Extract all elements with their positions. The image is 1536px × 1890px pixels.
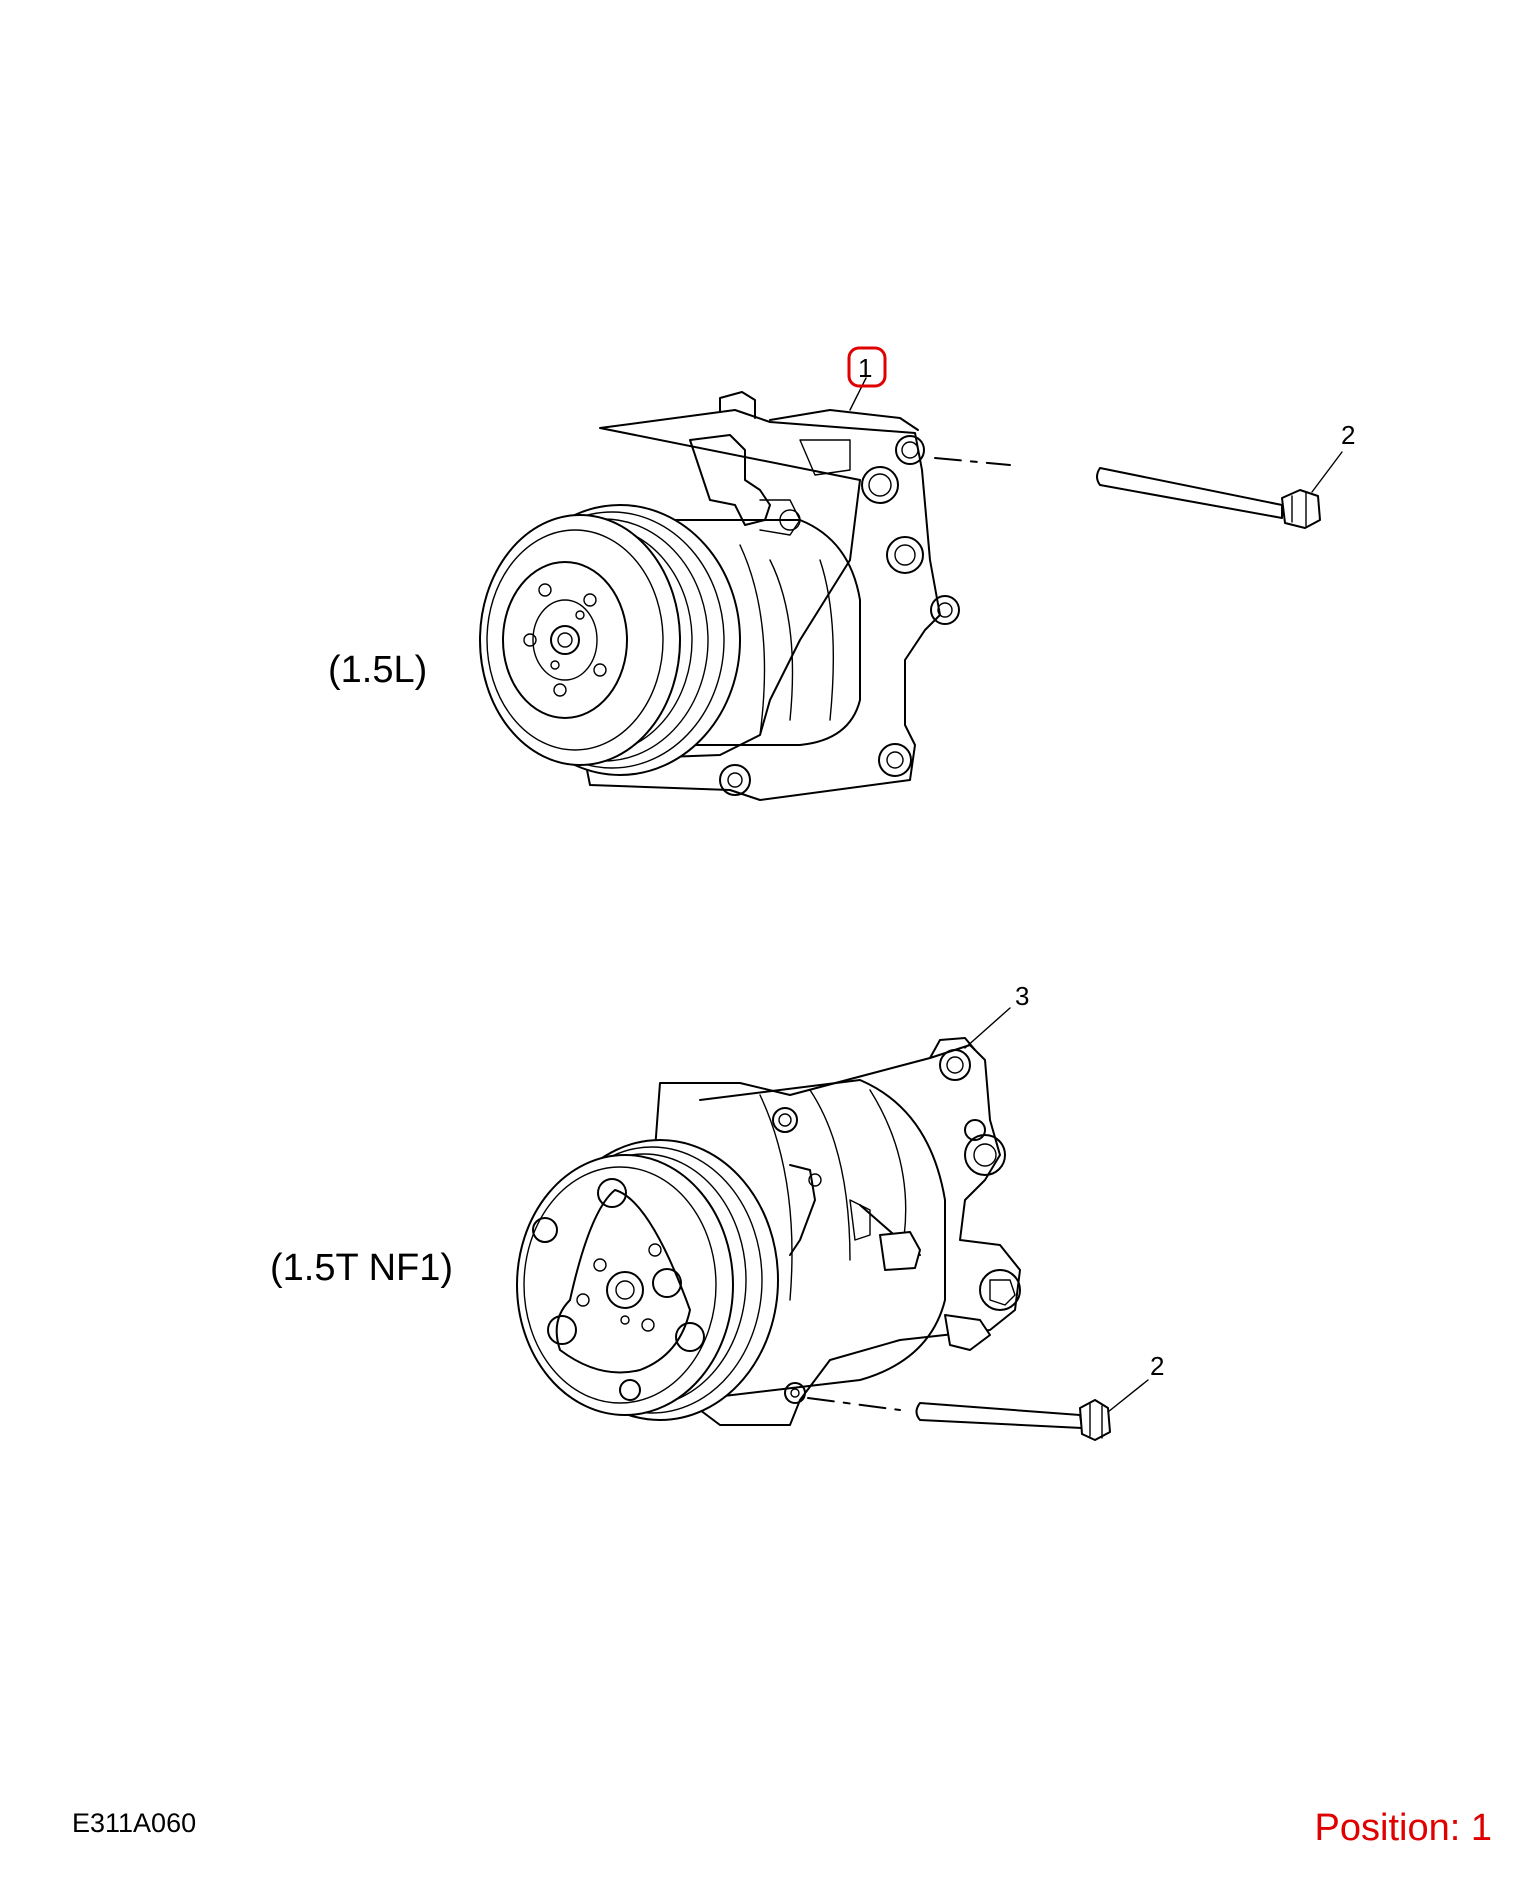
variant-label-1-5t-nf1: (1.5T NF1) [270, 1247, 453, 1289]
compressor-1-5t-nf1[interactable] [516, 1037, 1021, 1426]
callout-3-label: 3 [1015, 981, 1029, 1011]
leader-line-3 [964, 1007, 1011, 1049]
bolt-upper[interactable] [934, 457, 1321, 529]
position-indicator: Position: 1 [1315, 1807, 1492, 1849]
leader-line-1 [849, 377, 867, 411]
leader-line-2-upper [1311, 451, 1343, 493]
bolt-lower[interactable] [807, 1397, 1111, 1441]
variant-label-1-5l: (1.5L) [328, 649, 427, 691]
leader-line-2-lower [1107, 1379, 1149, 1413]
callout-1-highlight[interactable] [847, 346, 887, 388]
callout-1-label: 1 [858, 353, 872, 383]
callout-2-upper-label: 2 [1341, 420, 1355, 450]
callout-2-lower-label: 2 [1150, 1351, 1164, 1381]
diagram-code: E311A060 [72, 1808, 196, 1838]
compressor-1-5l[interactable] [479, 391, 960, 801]
